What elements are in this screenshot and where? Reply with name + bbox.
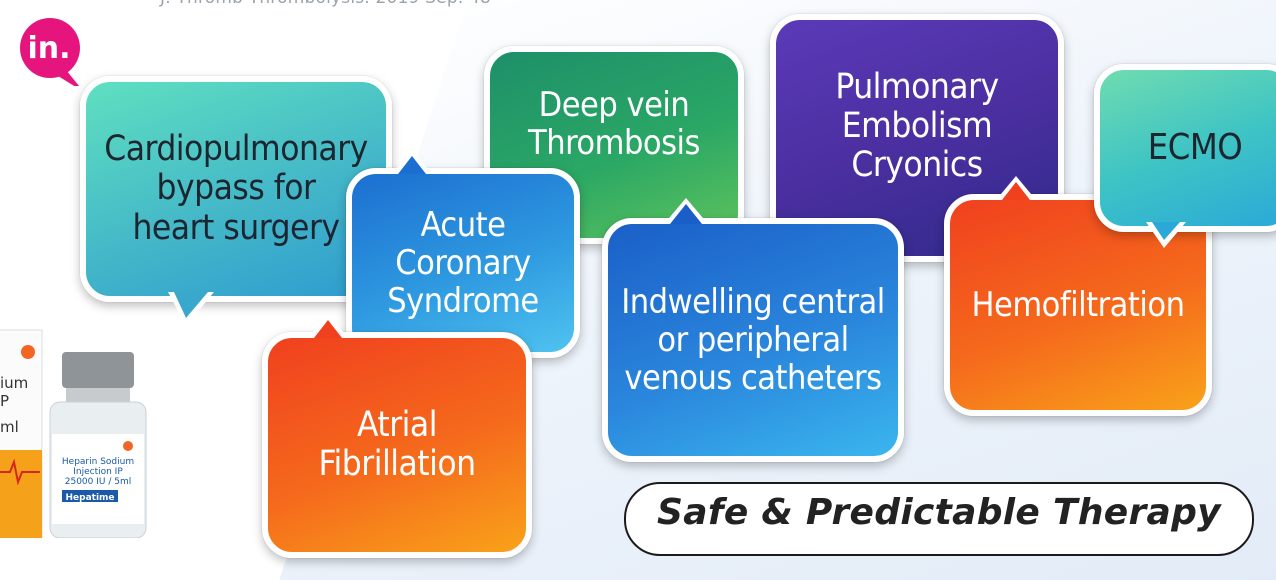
bubble-ecmo: ECMO (1094, 64, 1276, 232)
bubble-ecmo-label: ECMO (1147, 126, 1243, 168)
reference-citation: J. Thromb Thrombolysis. 2019 Sep. 48 (160, 0, 491, 8)
tagline-banner: Safe & Predictable Therapy (624, 482, 1254, 556)
bubble-pulmonary-label: Pulmonary Embolism Cryonics (835, 67, 999, 186)
bubble-tail (1146, 222, 1186, 248)
svg-text:in.: in. (27, 31, 70, 66)
bubble-atrial-label: Atrial Fibrillation (318, 404, 476, 484)
svg-text:ium: ium (0, 374, 28, 392)
bubble-tail (168, 292, 214, 326)
bubble-tail (664, 198, 708, 224)
vial-label-2: Injection IP (73, 467, 123, 477)
bubble-tail (392, 150, 432, 174)
bubble-cardiopulmonary-label: Cardiopulmonary bypass for heart surgery (104, 129, 368, 248)
bubble-acute-coronary-syndrome: Acute Coronary Syndrome (346, 168, 580, 358)
vial-brand: Hepatime (65, 493, 114, 503)
svg-text:ml: ml (0, 418, 19, 436)
bubble-deep-vein-label: Deep vein Thrombosis (528, 85, 700, 164)
vial-label-1: Heparin Sodium (62, 457, 134, 467)
svg-text:P: P (0, 392, 9, 410)
bubble-tail (308, 314, 348, 338)
bubble-hemofiltration: Hemofiltration (944, 194, 1212, 416)
product-image: ium P ml Heparin Sodium Injection IP 250… (0, 329, 147, 538)
bubble-cardiopulmonary: Cardiopulmonary bypass for heart surgery (80, 76, 392, 302)
tagline-text: Safe & Predictable Therapy (657, 492, 1221, 533)
bubble-acute-coronary-label: Acute Coronary Syndrome (387, 204, 539, 322)
bubble-catheters-label: Indwelling central or peripheral venous … (621, 281, 885, 399)
brand-logo-icon: in. (20, 18, 80, 86)
vial-label-3: 25000 IU / 5ml (65, 477, 131, 487)
bubble-venous-catheters: Indwelling central or peripheral venous … (602, 218, 904, 462)
bubble-tail (996, 176, 1036, 200)
bubble-atrial-fibrillation: Atrial Fibrillation (262, 332, 532, 558)
bubble-hemofiltration-label: Hemofiltration (971, 284, 1186, 325)
